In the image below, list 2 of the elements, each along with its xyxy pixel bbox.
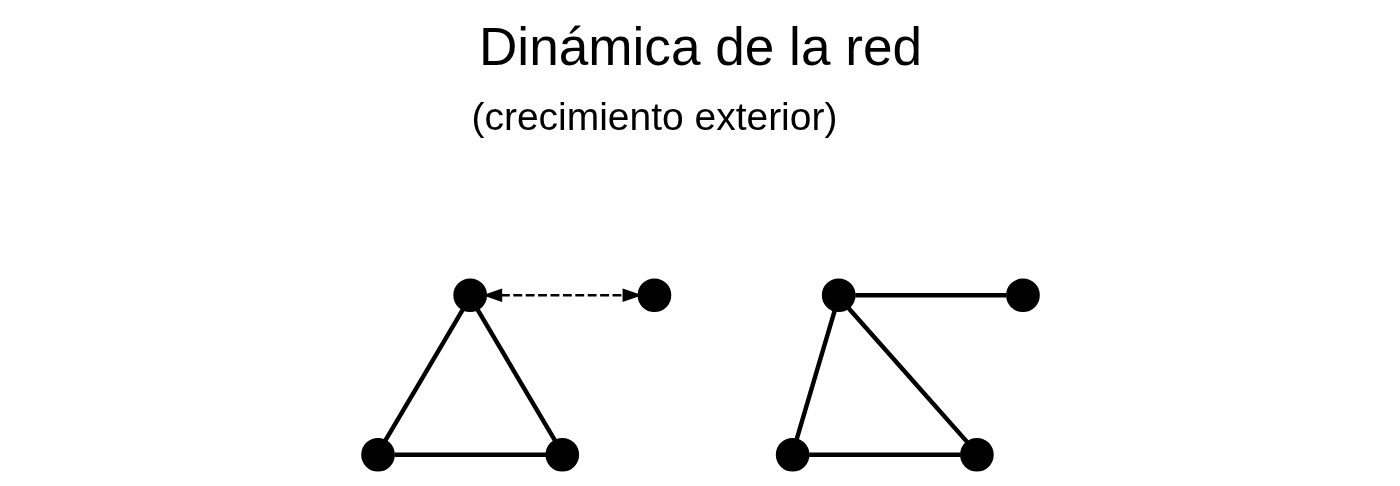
label: (crecimiento exterior) <box>470 94 837 138</box>
diagram-title: Dinámica de la red <box>478 16 922 76</box>
